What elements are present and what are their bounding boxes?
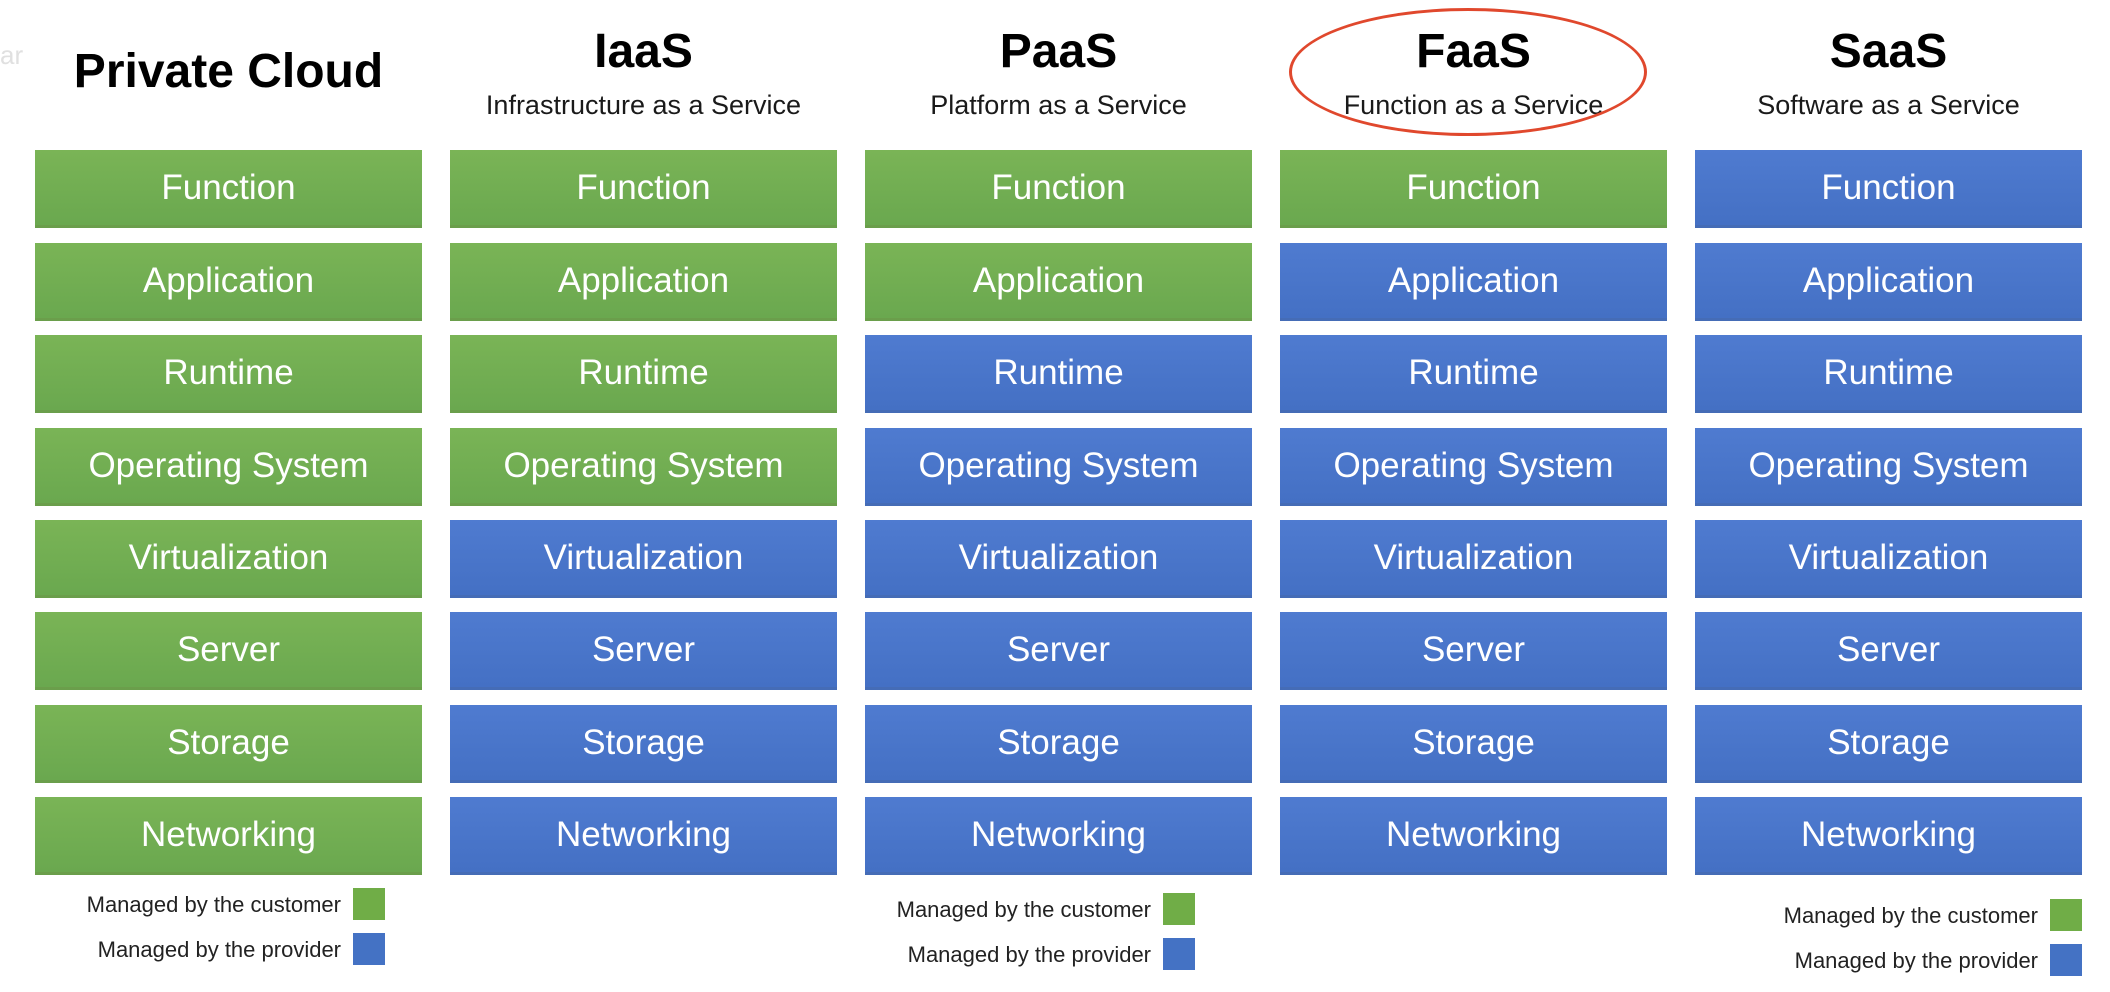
layer-networking: Networking — [35, 797, 422, 875]
layer-server: Server — [35, 612, 422, 690]
column-header: IaaS Infrastructure as a Service — [450, 0, 837, 150]
column-subtitle: Software as a Service — [1757, 90, 2020, 120]
layer-operating-system: Operating System — [865, 428, 1252, 506]
layer-server: Server — [450, 612, 837, 690]
column-header: SaaS Software as a Service — [1695, 0, 2082, 150]
layer-operating-system: Operating System — [1695, 428, 2082, 506]
layer-function: Function — [865, 150, 1252, 228]
layer-networking: Networking — [1695, 797, 2082, 875]
legend-customer-row: Managed by the customer — [865, 893, 1195, 929]
layer-runtime: Runtime — [450, 335, 837, 413]
layer-virtualization: Virtualization — [1695, 520, 2082, 598]
layer-operating-system: Operating System — [1280, 428, 1667, 506]
legend-provider-swatch — [2050, 944, 2082, 976]
layer-storage: Storage — [865, 705, 1252, 783]
column-subtitle: Infrastructure as a Service — [485, 90, 802, 120]
column-title: PaaS — [999, 25, 1118, 78]
legend-customer-label: Managed by the customer — [86, 892, 341, 917]
column-header: Private Cloud — [35, 0, 422, 150]
legend-provider-row: Managed by the provider — [865, 938, 1195, 974]
layer-storage: Storage — [35, 705, 422, 783]
layer-runtime: Runtime — [1280, 335, 1667, 413]
layer-runtime: Runtime — [1695, 335, 2082, 413]
layer-operating-system: Operating System — [35, 428, 422, 506]
layer-server: Server — [865, 612, 1252, 690]
legend-provider-swatch — [1163, 938, 1195, 970]
legend-provider-swatch — [353, 933, 385, 965]
layer-runtime: Runtime — [865, 335, 1252, 413]
legend-provider-label: Managed by the provider — [1794, 948, 2038, 973]
column-subtitle: Platform as a Service — [930, 90, 1187, 120]
column-title: SaaS — [1829, 25, 1948, 78]
layer-virtualization: Virtualization — [1280, 520, 1667, 598]
layer-storage: Storage — [1280, 705, 1667, 783]
layer-runtime: Runtime — [35, 335, 422, 413]
legend-customer-row: Managed by the customer — [1752, 899, 2082, 935]
layer-virtualization: Virtualization — [450, 520, 837, 598]
layer-virtualization: Virtualization — [865, 520, 1252, 598]
legend-customer-swatch — [2050, 899, 2082, 931]
column-title: Private Cloud — [73, 45, 384, 98]
legend-provider-label: Managed by the provider — [97, 937, 341, 962]
layer-server: Server — [1695, 612, 2082, 690]
layer-networking: Networking — [450, 797, 837, 875]
layer-application: Application — [1695, 243, 2082, 321]
layer-storage: Storage — [450, 705, 837, 783]
layer-virtualization: Virtualization — [35, 520, 422, 598]
layer-networking: Networking — [1280, 797, 1667, 875]
legend-customer-swatch — [353, 888, 385, 920]
layer-storage: Storage — [1695, 705, 2082, 783]
legend-customer-row: Managed by the customer — [55, 888, 385, 924]
layer-function: Function — [35, 150, 422, 228]
faas-highlight-circle — [1289, 8, 1647, 136]
layer-application: Application — [1280, 243, 1667, 321]
faint-clipped-text: ar — [0, 40, 24, 70]
layer-server: Server — [1280, 612, 1667, 690]
layer-application: Application — [35, 243, 422, 321]
legend-provider-row: Managed by the provider — [1752, 944, 2082, 980]
layer-function: Function — [450, 150, 837, 228]
layer-networking: Networking — [865, 797, 1252, 875]
layer-operating-system: Operating System — [450, 428, 837, 506]
legend-customer-label: Managed by the customer — [1783, 903, 2038, 928]
layer-application: Application — [450, 243, 837, 321]
legend-provider-label: Managed by the provider — [907, 942, 1151, 967]
column-header: PaaS Platform as a Service — [865, 0, 1252, 150]
layer-function: Function — [1280, 150, 1667, 228]
layer-function: Function — [1695, 150, 2082, 228]
legend-customer-label: Managed by the customer — [896, 897, 1151, 922]
legend-customer-swatch — [1163, 893, 1195, 925]
legend-provider-row: Managed by the provider — [55, 933, 385, 969]
layer-application: Application — [865, 243, 1252, 321]
column-title: IaaS — [594, 25, 693, 78]
